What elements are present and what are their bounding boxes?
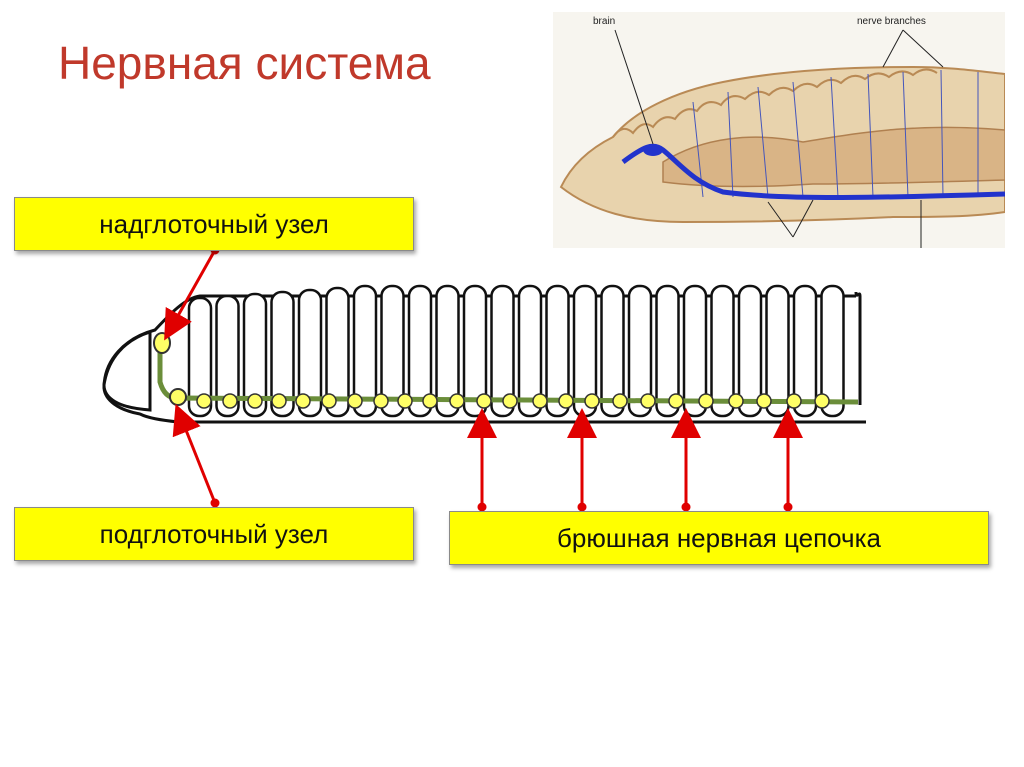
ventral-ganglion [348,394,362,408]
ventral-ganglion [322,394,336,408]
ventral-ganglion [669,394,683,408]
ventral-ganglion [296,394,310,408]
ventral-ganglion [533,394,547,408]
ventral-ganglion [248,394,262,408]
ventral-ganglion [559,394,573,408]
ventral-ganglion [641,394,655,408]
ventral-ganglion [699,394,713,408]
ventral-chain-label: брюшная нервная цепочка [449,511,989,565]
arrow-sub [180,415,215,503]
ventral-ganglion [398,394,412,408]
supraesophageal-label: надглоточный узел [14,197,414,251]
ventral-ganglion [757,394,771,408]
ventral-ganglion [374,394,388,408]
subesophageal-label: подглоточный узел [14,507,414,561]
ventral-ganglion [450,394,464,408]
ventral-ganglion [787,394,801,408]
ventral-ganglion [815,394,829,408]
subesophageal-ganglion [170,389,186,405]
supraesophageal-ganglion [154,333,170,353]
ventral-ganglion [197,394,211,408]
ventral-ganglion [585,394,599,408]
ventral-ganglion [272,394,286,408]
ventral-ganglion [613,394,627,408]
ventral-ganglion [729,394,743,408]
ventral-ganglion [423,394,437,408]
worm-head [104,332,150,410]
ventral-ganglion [477,394,491,408]
ventral-ganglion [503,394,517,408]
ventral-ganglion [223,394,237,408]
